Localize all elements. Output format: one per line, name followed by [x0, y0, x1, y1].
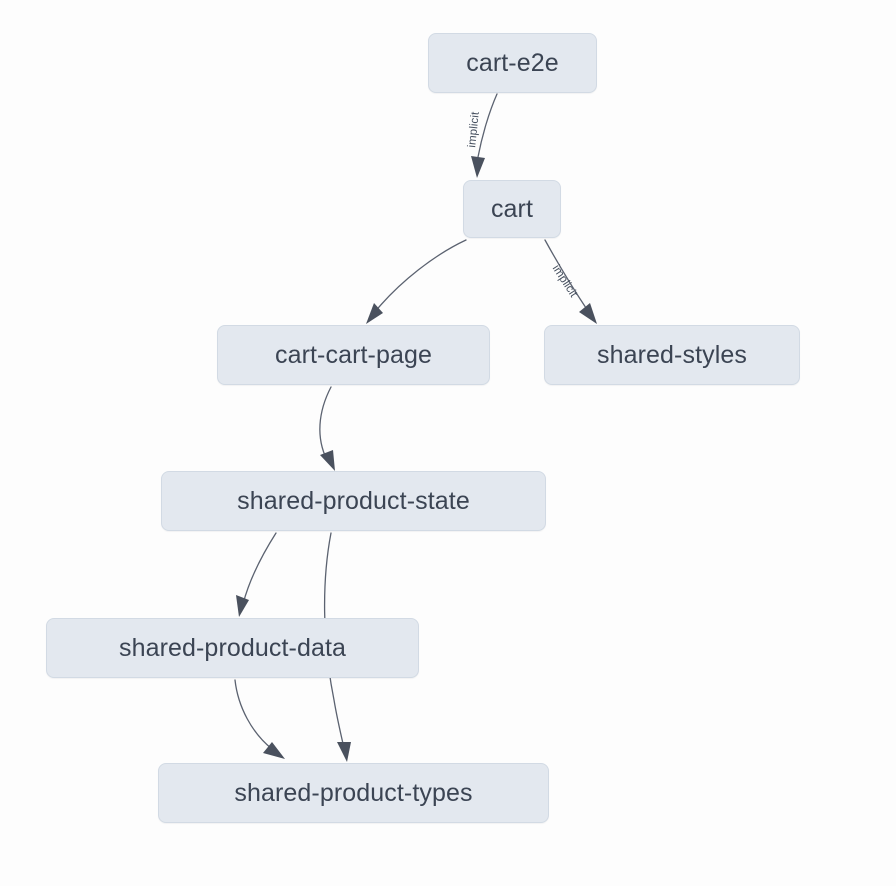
node-label: cart: [490, 194, 534, 223]
node-label: cart-cart-page: [274, 340, 432, 369]
node-shared-product-types[interactable]: shared-product-types: [158, 763, 549, 823]
node-label: shared-product-state: [237, 486, 470, 515]
node-label: shared-product-types: [234, 778, 473, 807]
node-label: shared-product-data: [118, 633, 347, 662]
node-cart[interactable]: cart: [463, 180, 561, 238]
node-shared-styles[interactable]: shared-styles: [544, 325, 800, 385]
node-label: cart-e2e: [466, 48, 559, 77]
node-label: shared-styles: [597, 340, 747, 369]
node-cart-cart-page[interactable]: cart-cart-page: [217, 325, 490, 385]
node-cart-e2e[interactable]: cart-e2e: [428, 33, 597, 93]
node-shared-product-data[interactable]: shared-product-data: [46, 618, 419, 678]
node-shared-product-state[interactable]: shared-product-state: [161, 471, 546, 531]
